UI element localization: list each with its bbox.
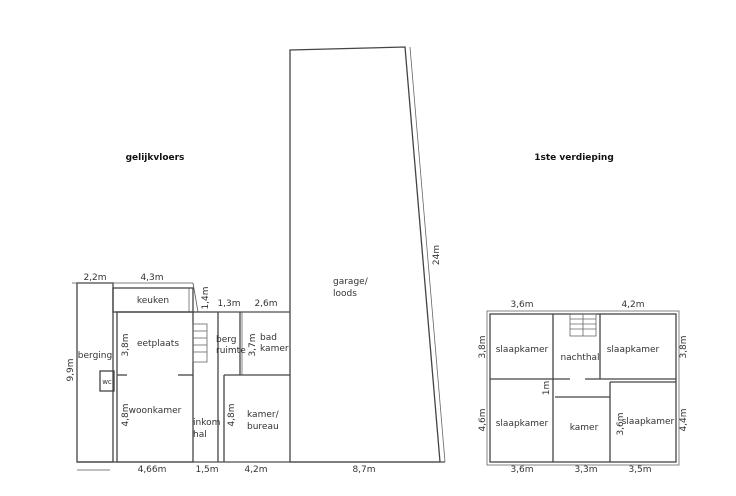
dim-label: 3,8m [121,333,131,356]
dim-label: 1,3m [217,299,240,309]
dim-label: 4,8m [227,403,237,426]
room-loods: loods [333,289,357,299]
dim-label: 3,6m [616,412,626,435]
dim-label: 1,4m [201,286,211,309]
dim-label: 3,5m [628,465,651,475]
room-berging: berging [78,351,112,361]
dim-label: 24m [432,245,442,265]
dim-label: 4,4m [679,408,689,431]
room-slaapkamer: slaapkamer [496,419,549,429]
room-inkom: inkom [193,418,220,428]
room-berg: berg [216,335,237,345]
dim-label: 1m [542,381,552,396]
dim-label: 3,6m [510,465,533,475]
stairs [569,313,597,337]
room-nachthal: nachthal [560,353,599,363]
dim-label: 8,7m [352,465,375,475]
dim-label: 2,2m [83,273,106,283]
room-kamer: kamer [570,423,599,433]
dim-label: 3,6m [510,300,533,310]
dim-label: 3,8m [478,335,488,358]
ground-floor-title: gelijkvloers [126,153,185,163]
dim-label: 4,3m [140,273,163,283]
stairs [192,323,208,363]
dim-label: 3,3m [574,465,597,475]
first-floor-title: 1ste verdieping [534,153,614,163]
room-bad: bad [260,333,277,343]
dim-label: 9,9m [66,358,76,381]
room-woonkamer: woonkamer [129,406,182,416]
room-hal: hal [193,430,207,440]
dim-label: 3,7m [248,333,258,356]
room-slaapkamer: slaapkamer [496,345,549,355]
room-kamer-bureau: kamer/ [247,410,280,420]
room-slaapkamer: slaapkamer [607,345,660,355]
dim-label: 3,8m [679,335,689,358]
dim-label: 4,66m [138,465,167,475]
room-eetplaats: eetplaats [137,339,179,349]
room-keuken: keuken [137,296,169,306]
dim-label: 1,5m [195,465,218,475]
garage-walls [289,46,441,463]
dim-label: 4,6m [478,408,488,431]
room-garage: garage/ [333,277,369,287]
dim-label: 4,2m [621,300,644,310]
room-kamer: kamer [260,344,289,354]
berging-walls [76,282,114,463]
room-ruimte: ruimte [216,346,246,356]
ground-floor-plan: keuken eetplaats berging wc woonkamer in… [66,46,446,475]
first-floor-plan: slaapkamer nachthal slaapkamer slaapkame… [478,300,689,475]
wc-box [99,370,115,392]
room-bureau: bureau [247,422,279,432]
dim-label: 4,8m [121,403,131,426]
dim-label: 2,6m [254,299,277,309]
room-slaapkamer: slaapkamer [622,417,675,427]
dim-label: 4,2m [244,465,267,475]
room-wc: wc [102,378,112,386]
